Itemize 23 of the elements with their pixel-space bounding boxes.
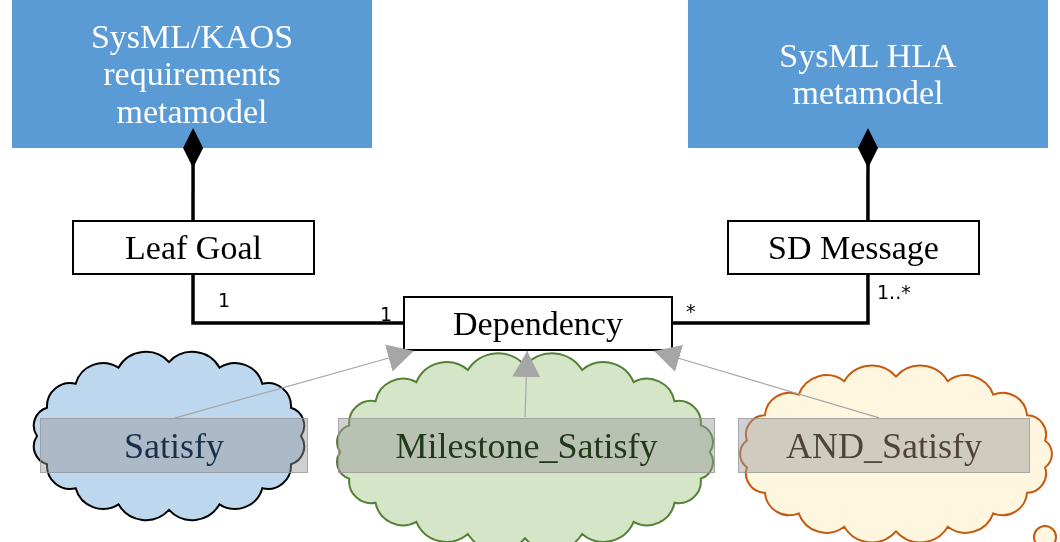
metamodel-box [688, 0, 1048, 148]
cloud-label: AND_Satisfy [738, 418, 1030, 473]
class-name: Dependency [453, 304, 623, 343]
composition-line [183, 128, 204, 220]
class-box [403, 296, 673, 351]
class-name: SysML HLA metamodel [778, 36, 958, 112]
generalization-arrow [174, 344, 415, 419]
class-box [72, 220, 315, 275]
class-box [727, 220, 980, 275]
class-name: Leaf Goal [125, 228, 262, 267]
metamodel-box [12, 0, 372, 148]
class-name: SysML/KAOS requirements metamodel [89, 17, 295, 131]
multiplicity-label: 1..* [877, 283, 911, 302]
association-line [191, 275, 403, 325]
multiplicity-label: * [686, 302, 696, 321]
multiplicity-label: 1 [380, 305, 393, 324]
composition-line [858, 128, 878, 220]
cloud-label: Milestone_Satisfy [338, 418, 715, 473]
cloud-label: Satisfy [40, 418, 308, 473]
generalization-arrow [653, 345, 880, 419]
class-name: SD Message [768, 228, 939, 267]
multiplicity-label: 1 [218, 291, 231, 310]
association-line [673, 275, 870, 325]
